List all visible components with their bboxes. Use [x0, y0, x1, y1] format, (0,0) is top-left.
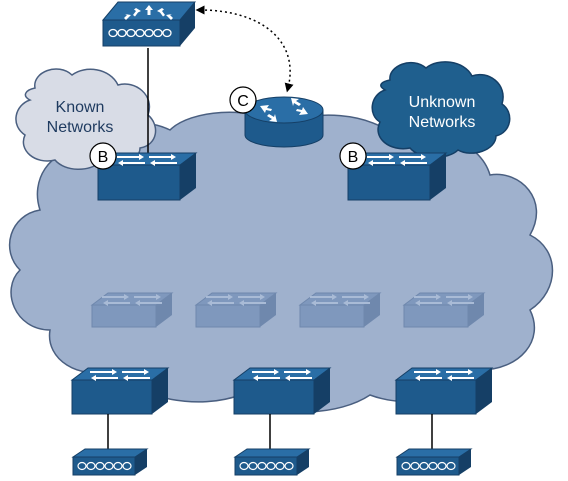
access-switch-center[interactable] — [232, 367, 332, 415]
controller-ports-icon — [108, 28, 172, 38]
endpoint-right-ports-icon — [401, 461, 456, 471]
access-switch-left[interactable] — [70, 367, 170, 415]
endpoint-left-ports-icon — [77, 461, 132, 471]
badge-b-right-label: B — [348, 149, 359, 166]
unknown-networks-label-line1: Unknown — [409, 94, 476, 111]
badge-c: C — [229, 86, 257, 114]
unknown-networks-cloud — [371, 61, 511, 158]
endpoint-right[interactable] — [395, 448, 473, 476]
badge-b-right: B — [339, 142, 367, 170]
edge-switch-right[interactable] — [346, 152, 448, 201]
unknown-networks-label-line2: Networks — [409, 114, 476, 131]
core-switch-1[interactable] — [90, 292, 174, 328]
core-switch-4[interactable] — [402, 292, 486, 328]
core-switch-1-arrows-icon — [102, 294, 162, 306]
control-channel-arrow — [195, 5, 294, 93]
core-switch-2-arrows-icon — [206, 294, 266, 306]
access-switch-left-arrows-icon — [90, 369, 150, 381]
core-switch-3-arrows-icon — [310, 294, 370, 306]
core-switch-2[interactable] — [194, 292, 278, 328]
badge-b-left-label: B — [98, 149, 109, 166]
core-switch-4-arrows-icon — [414, 294, 474, 306]
controller-arrows-icon — [124, 5, 173, 20]
router-arrows-icon — [260, 98, 308, 122]
core-switch-3[interactable] — [298, 292, 382, 328]
edge-switch-left[interactable] — [96, 152, 198, 201]
edge-switch-right-arrows-icon — [367, 154, 427, 166]
access-switch-center-arrows-icon — [252, 369, 312, 381]
endpoint-center-ports-icon — [239, 461, 294, 471]
endpoint-center[interactable] — [233, 448, 311, 476]
badge-b-left: B — [89, 142, 117, 170]
known-networks-label-line1: Known — [56, 99, 105, 116]
router-c[interactable] — [244, 96, 324, 148]
known-networks-cloud — [15, 68, 157, 170]
edge-switch-left-arrows-icon — [117, 154, 177, 166]
access-switch-right[interactable] — [394, 367, 494, 415]
access-switch-right-arrows-icon — [414, 369, 474, 381]
endpoint-left[interactable] — [71, 448, 149, 476]
known-networks-label-line2: Networks — [47, 119, 114, 136]
controller-device[interactable] — [101, 1, 197, 47]
badge-c-label: C — [237, 93, 249, 110]
